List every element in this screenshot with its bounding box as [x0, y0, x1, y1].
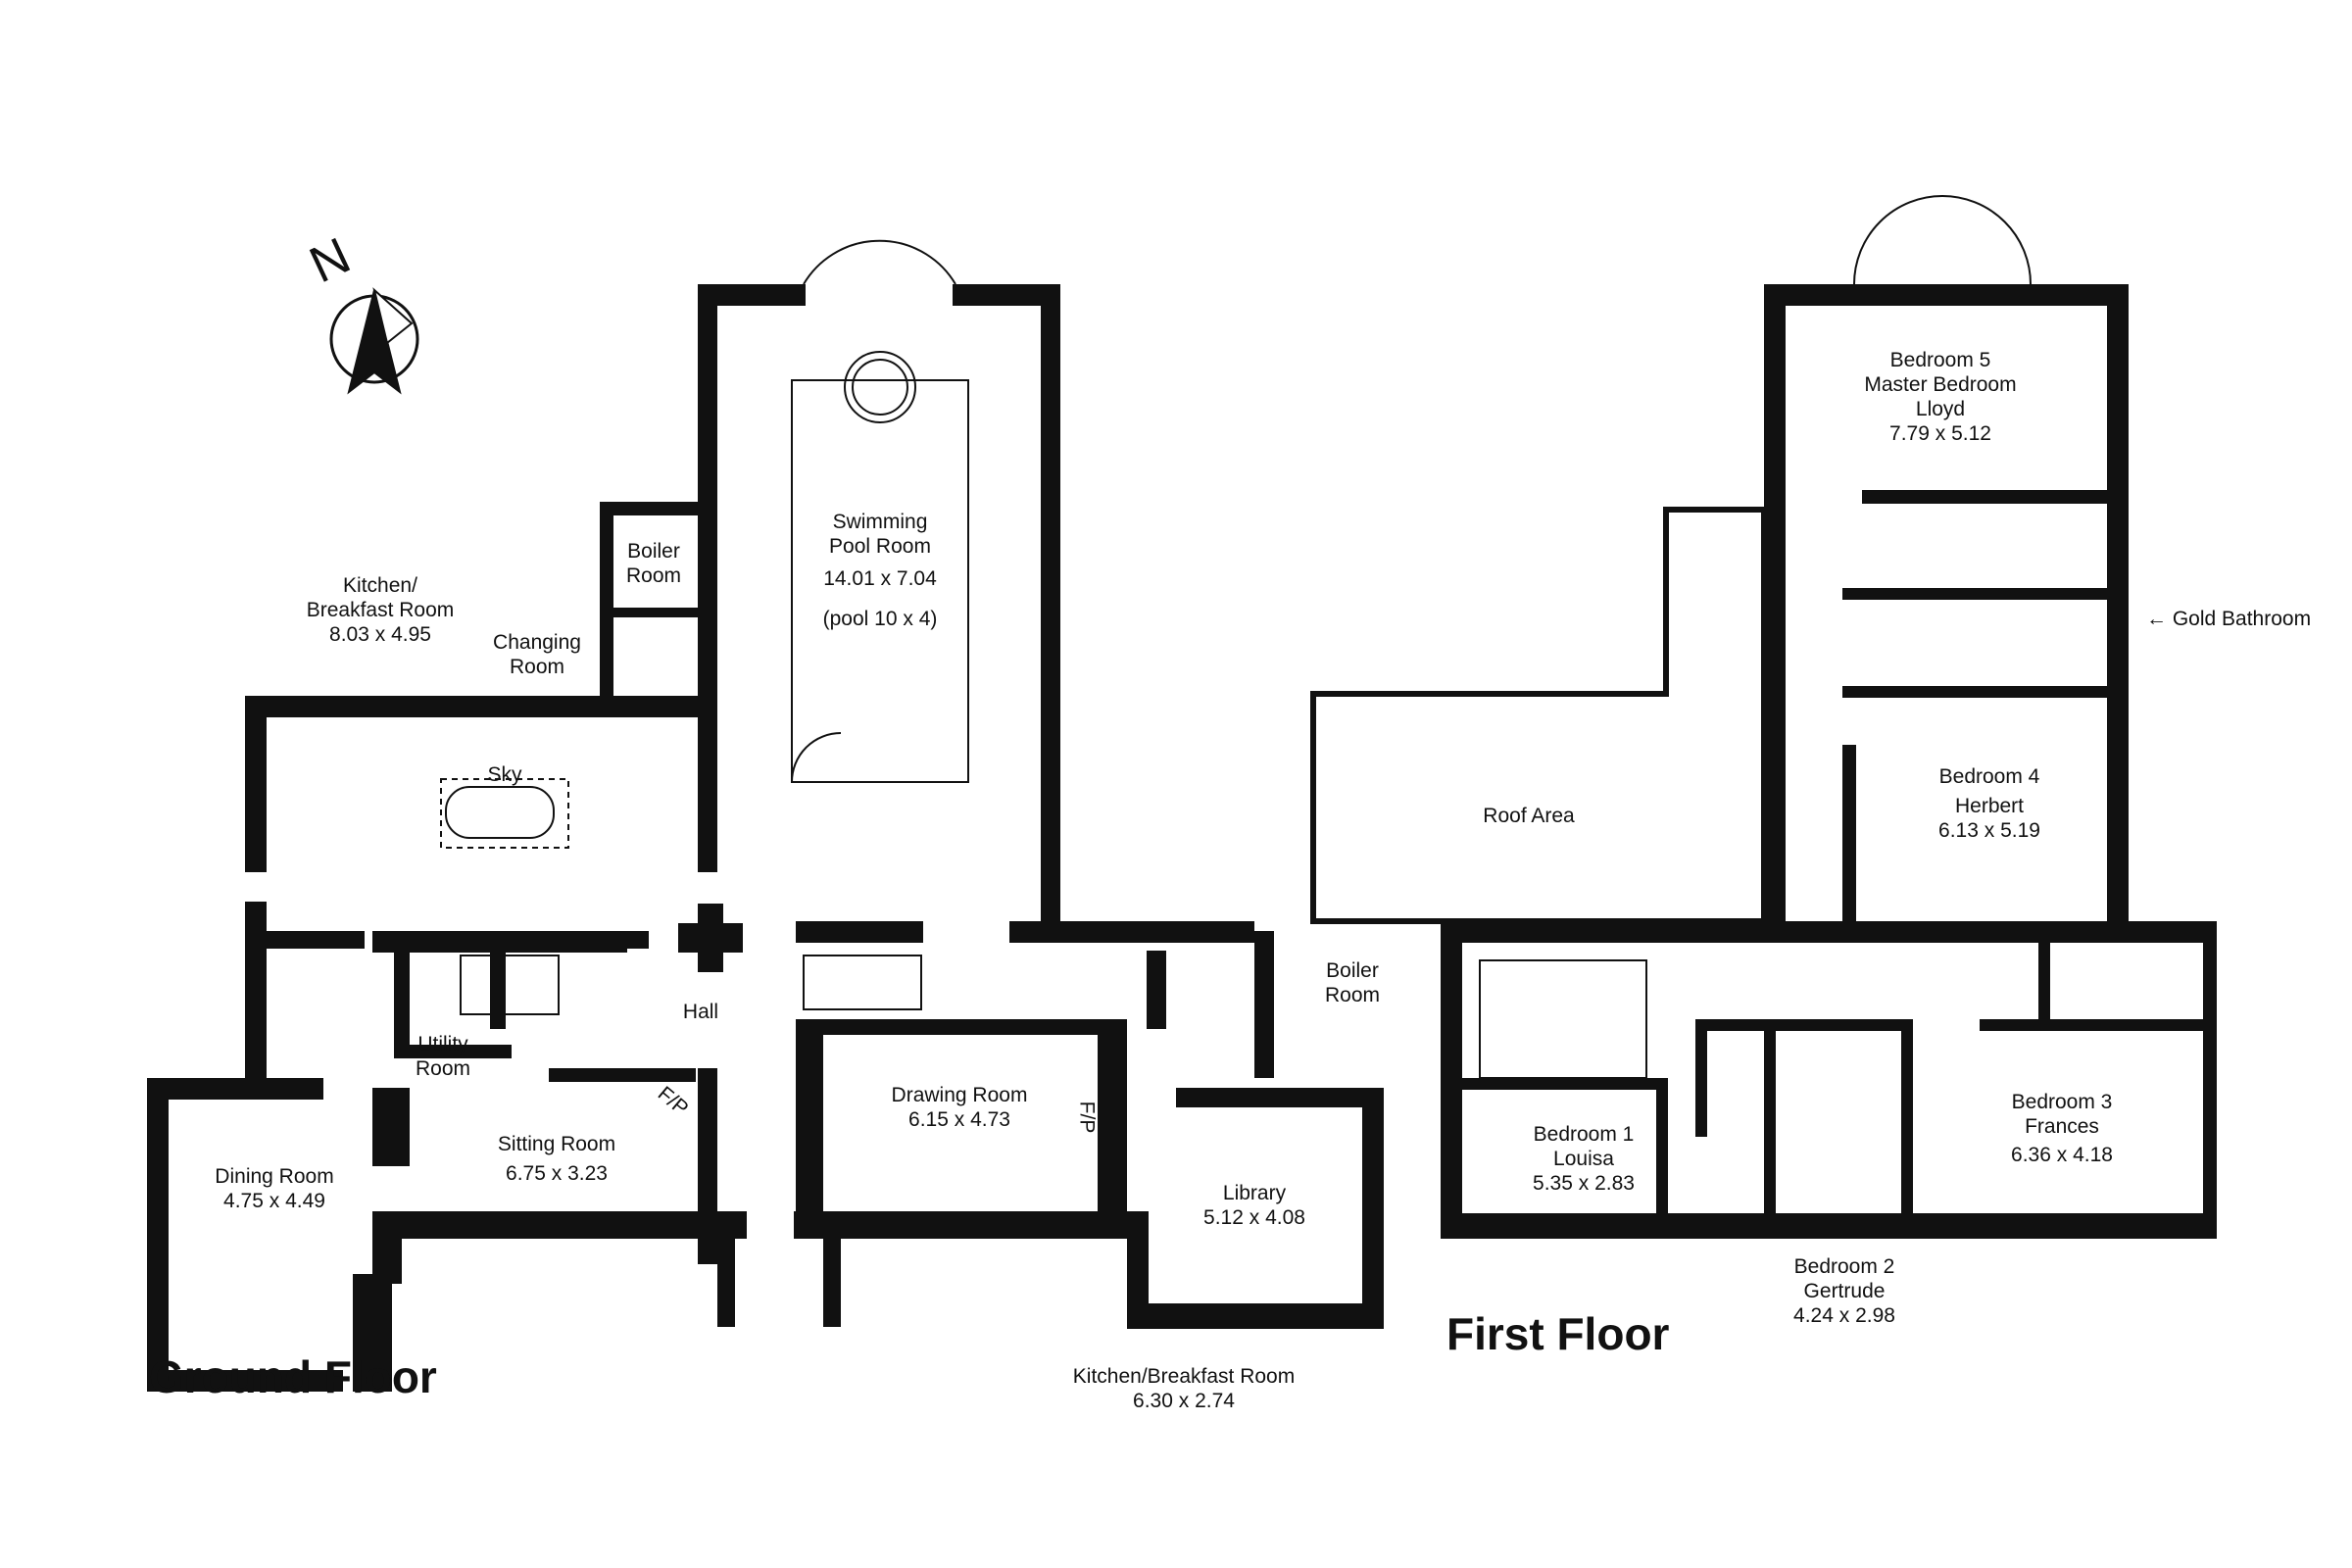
gold-bathroom-arrow-icon: ←	[2146, 608, 2173, 630]
pool-room-name2: Pool Room	[829, 535, 931, 558]
sitting-room-name: Sitting Room	[497, 1133, 616, 1155]
drawing-room-size: 6.15 x 4.73	[908, 1108, 1010, 1131]
library-size: 5.12 x 4.08	[1203, 1206, 1305, 1229]
kitchen-name1: Kitchen/	[343, 574, 417, 597]
kitchen-breakfast-2-label: Kitchen/Breakfast Room 6.30 x 2.74	[1073, 1364, 1295, 1413]
kitchen-breakfast-2-size: 6.30 x 2.74	[1133, 1390, 1235, 1412]
gold-bathroom-label: ← Gold Bathroom	[2146, 608, 2311, 631]
bedroom-1-name1: Bedroom 1	[1533, 1123, 1635, 1146]
kitchen-breakfast-2-name: Kitchen/Breakfast Room	[1072, 1365, 1296, 1388]
pool-room-name1: Swimming	[832, 511, 928, 533]
kitchen-label: Kitchen/ Breakfast Room 8.03 x 4.95	[307, 573, 455, 647]
bedroom-5-size: 7.79 x 5.12	[1889, 422, 1991, 445]
pool-room-size: 14.01 x 7.04	[823, 567, 937, 590]
dining-room-size: 4.75 x 4.49	[223, 1190, 325, 1212]
boiler-room-name1: Boiler	[627, 540, 680, 563]
utility-room-name2: Room	[415, 1057, 471, 1080]
bedroom-4-name2: Herbert	[1954, 795, 2025, 817]
pool-room-label: Swimming Pool Room 14.01 x 7.04 (pool 10…	[823, 510, 938, 631]
compass-icon	[329, 287, 419, 395]
boiler-room-2-label: Boiler Room	[1325, 958, 1380, 1007]
bedroom-4-name1: Bedroom 4	[1938, 765, 2040, 788]
bedroom-3-name2: Frances	[2025, 1115, 2099, 1138]
changing-room-label: Changing Room	[493, 630, 581, 679]
bedroom-2-name2: Gertrude	[1803, 1280, 1886, 1302]
dining-room-label: Dining Room 4.75 x 4.49	[215, 1164, 333, 1213]
bedroom-4-label: Bedroom 4 Herbert 6.13 x 5.19	[1938, 764, 2040, 843]
bedroom-2-size: 4.24 x 2.98	[1793, 1304, 1895, 1327]
first-floor-walls	[1441, 284, 2217, 1239]
kitchen-name2: Breakfast Room	[306, 599, 455, 621]
ground-floor-title: Ground Floor	[149, 1351, 437, 1402]
boiler-room-name2: Room	[625, 564, 682, 587]
utility-room-label: Utility Room	[416, 1032, 470, 1081]
bedroom-5-label: Bedroom 5 Master Bedroom Lloyd 7.79 x 5.…	[1864, 348, 2016, 446]
kitchen-size: 8.03 x 4.95	[329, 623, 431, 646]
library-label: Library 5.12 x 4.08	[1203, 1181, 1305, 1230]
bedroom-1-size: 5.35 x 2.83	[1533, 1172, 1635, 1195]
bedroom-3-label: Bedroom 3 Frances 6.36 x 4.18	[2011, 1090, 2113, 1167]
boiler-room-label: Boiler Room	[626, 539, 681, 588]
ground-floor-walls	[147, 284, 1384, 1392]
drawing-room-name: Drawing Room	[891, 1084, 1028, 1106]
bedroom-5-name3: Lloyd	[1915, 398, 1966, 420]
bedroom-3-name1: Bedroom 3	[2011, 1091, 2113, 1113]
bedroom-2-name1: Bedroom 2	[1793, 1255, 1895, 1278]
bedroom-5-name1: Bedroom 5	[1889, 349, 1991, 371]
bedroom-4-size: 6.13 x 5.19	[1938, 819, 2040, 842]
bedroom-3-size: 6.36 x 4.18	[2011, 1144, 2113, 1166]
sky-label: Sky	[487, 763, 522, 786]
pool-size: (pool 10 x 4)	[822, 608, 938, 630]
gold-bathroom-name: Gold Bathroom	[2172, 608, 2312, 630]
bedroom-5-name2: Master Bedroom	[1864, 373, 2017, 396]
library-name: Library	[1222, 1182, 1287, 1204]
fireplace-label-drawing: F/P	[1075, 1101, 1099, 1134]
boiler-room-2-name2: Room	[1324, 984, 1381, 1006]
drawing-room-label: Drawing Room 6.15 x 4.73	[892, 1083, 1028, 1132]
changing-room-name1: Changing	[493, 631, 581, 654]
sitting-room-label: Sitting Room 6.75 x 3.23	[498, 1132, 615, 1186]
bedroom-1-label: Bedroom 1 Louisa 5.35 x 2.83	[1533, 1122, 1635, 1196]
sitting-room-size: 6.75 x 3.23	[506, 1162, 608, 1185]
utility-room-name1: Utility	[417, 1033, 468, 1055]
bedroom-2-label: Bedroom 2 Gertrude 4.24 x 2.98	[1793, 1254, 1895, 1328]
hall-label: Hall	[682, 1001, 719, 1023]
changing-room-name2: Room	[509, 656, 565, 678]
dining-room-name: Dining Room	[215, 1165, 334, 1188]
bedroom-1-name2: Louisa	[1553, 1148, 1614, 1170]
roof-area-label: Roof Area	[1483, 805, 1575, 827]
first-floor-title: First Floor	[1446, 1308, 1670, 1359]
boiler-room-2-name1: Boiler	[1326, 959, 1379, 982]
